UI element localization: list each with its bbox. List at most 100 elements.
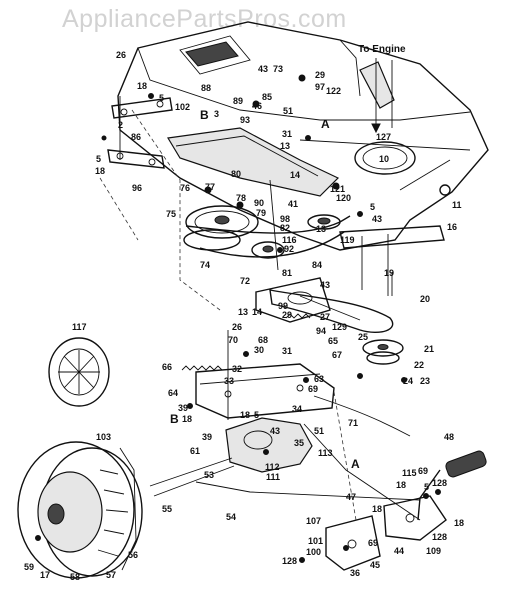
callout-128: 128 xyxy=(282,556,297,566)
callout-51: 51 xyxy=(314,426,324,436)
callout-29: 29 xyxy=(282,310,292,320)
engine-pulley xyxy=(307,214,341,230)
callout-69: 69 xyxy=(418,466,428,476)
callout-65: 65 xyxy=(328,336,338,346)
callout-79: 79 xyxy=(256,208,266,218)
callout-35: 35 xyxy=(294,438,304,448)
callout-57: 57 xyxy=(106,570,116,580)
footrest-panel xyxy=(167,127,340,197)
callout-43: 43 xyxy=(258,64,268,74)
callout-128: 128 xyxy=(432,478,447,488)
callout-70: 70 xyxy=(228,335,238,345)
to-engine-label: To Engine xyxy=(358,44,406,55)
callout-5: 5 xyxy=(424,482,429,492)
callout-112: 112 xyxy=(265,462,280,472)
callout-101: 101 xyxy=(308,536,323,546)
callout-85: 85 xyxy=(262,92,272,102)
callout-119: 119 xyxy=(340,235,355,245)
callout-3: 3 xyxy=(214,109,219,119)
callout-109: 109 xyxy=(426,546,441,556)
callout-14-lower: 18 xyxy=(182,414,192,424)
callout-41: 41 xyxy=(288,199,298,209)
rear-bracket xyxy=(339,225,445,296)
callout-36: 36 xyxy=(350,568,360,578)
callout-54: 54 xyxy=(226,512,236,522)
callout-68: 68 xyxy=(258,335,268,345)
callout-14: 14 xyxy=(252,307,262,317)
rear-wheel xyxy=(17,441,143,579)
callout-121: 121 xyxy=(330,184,345,194)
callout-29: 29 xyxy=(315,70,325,80)
callout-55: 55 xyxy=(162,504,172,514)
callout-5: 5 xyxy=(159,93,164,103)
callout-17: 17 xyxy=(40,570,50,580)
callout-120: 120 xyxy=(336,193,351,203)
callout-45: 45 xyxy=(370,560,380,570)
callout-69: 69 xyxy=(368,538,378,548)
callout-81: 81 xyxy=(282,268,292,278)
callout-18: 18 xyxy=(240,410,250,420)
callout-13: 13 xyxy=(316,224,326,234)
callout-89: 89 xyxy=(233,96,243,106)
callout-94: 94 xyxy=(316,326,326,336)
callout-24: 24 xyxy=(403,376,413,386)
callout-59: 59 xyxy=(24,562,34,572)
callout-25: 25 xyxy=(358,332,368,342)
callout-26: 26 xyxy=(116,50,126,60)
callout-46: 46 xyxy=(252,101,262,111)
callout-18: 18 xyxy=(137,81,147,91)
callout-10: 10 xyxy=(379,154,389,164)
callout-13-14: 13 xyxy=(238,307,248,317)
callout-86: 86 xyxy=(131,132,141,142)
shift-lever xyxy=(383,450,487,541)
callout-107: 107 xyxy=(306,516,321,526)
callout-21: 21 xyxy=(424,344,434,354)
callout-72: 72 xyxy=(240,276,250,286)
callout-2: 2 xyxy=(118,120,123,130)
callout-78: 78 xyxy=(236,193,246,203)
callout-53: 53 xyxy=(204,470,214,480)
callout-73: 73 xyxy=(273,64,283,74)
callout-22: 22 xyxy=(414,360,424,370)
callout-90: 90 xyxy=(254,198,264,208)
callout-33: 33 xyxy=(224,376,234,386)
callout-77: 77 xyxy=(205,182,215,192)
linkage-bracket xyxy=(325,515,381,571)
callout-30: 30 xyxy=(254,345,264,355)
idler-pulley xyxy=(251,241,285,259)
callout-97: 97 xyxy=(315,82,325,92)
callout-16: 16 xyxy=(447,222,457,232)
callout-64: 64 xyxy=(168,388,178,398)
callout-115: 115 xyxy=(402,468,417,478)
callout-31: 31 xyxy=(282,346,292,356)
watermark-text: AppliancePartsPros.com xyxy=(62,5,347,33)
callout-74: 74 xyxy=(200,260,210,270)
callout-111: 111 xyxy=(266,472,280,482)
callout-88: 88 xyxy=(201,83,211,93)
callout-43: 43 xyxy=(372,214,382,224)
callout-19: 19 xyxy=(384,268,394,278)
callout-5: 5 xyxy=(254,410,259,420)
view-marker-b-lower: B xyxy=(170,412,179,426)
callout-23: 23 xyxy=(420,376,430,386)
callout-32: 32 xyxy=(232,364,242,374)
callout-93: 93 xyxy=(240,115,250,125)
callout-122: 122 xyxy=(326,86,341,96)
callout-13: 13 xyxy=(280,141,290,151)
callout-82: 82 xyxy=(280,223,290,233)
callout-80: 80 xyxy=(231,169,241,179)
axle-bracket xyxy=(195,363,335,419)
callout-5: 5 xyxy=(370,202,375,212)
callout-67: 67 xyxy=(332,350,342,360)
callout-18: 18 xyxy=(372,504,382,514)
callout-99: 99 xyxy=(278,301,288,311)
callout-117: 117 xyxy=(72,322,87,332)
view-marker-b-top: B xyxy=(200,108,209,122)
hub-cap xyxy=(48,337,110,407)
callout-43: 43 xyxy=(320,280,330,290)
transaxle xyxy=(149,417,313,497)
callout-44: 44 xyxy=(394,546,404,556)
callout-39: 39 xyxy=(178,403,188,413)
callout-102: 102 xyxy=(175,102,190,112)
